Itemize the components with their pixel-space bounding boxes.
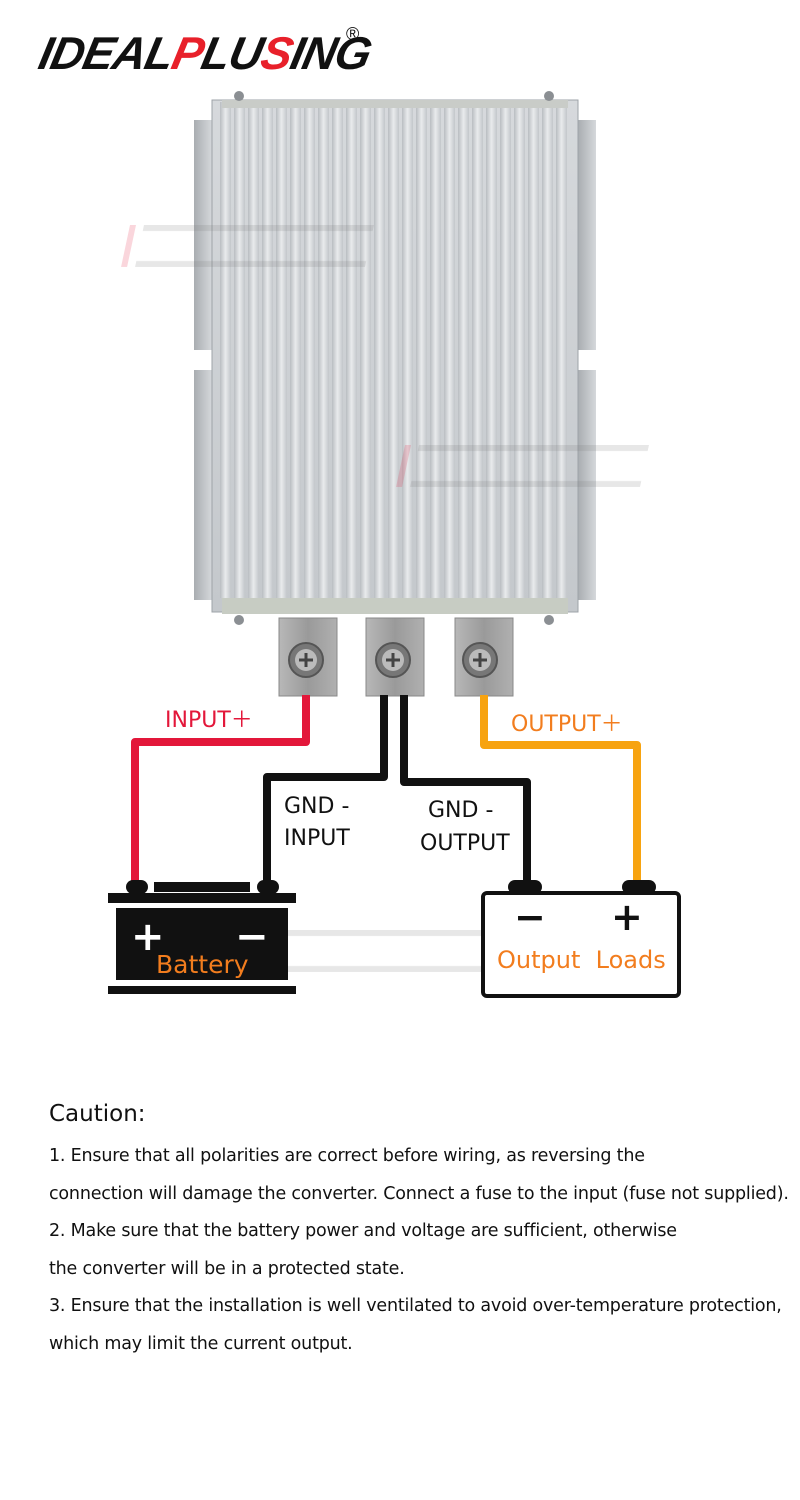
heat-sink-fin — [374, 102, 385, 598]
caution-line: connection will damage the converter. Co… — [49, 1183, 789, 1204]
input-plus-wire — [131, 695, 310, 882]
heat-sink-fin — [304, 102, 315, 598]
converter-housing — [194, 91, 596, 625]
registered-mark: ® — [346, 24, 360, 44]
heat-sink-fin — [346, 102, 357, 598]
caution-title: Caution: — [49, 1101, 146, 1127]
loads-plus-sign: + — [611, 895, 643, 939]
heat-sink-fin — [234, 102, 245, 598]
heat-sink-fin — [402, 102, 413, 598]
heat-sink-fin — [220, 102, 231, 598]
caution-line: 1. Ensure that all polarities are correc… — [49, 1146, 645, 1166]
heat-sink-fin — [388, 102, 399, 598]
gnd-output-wire — [400, 695, 531, 882]
heat-sink-fin — [318, 102, 329, 598]
heat-sink-fin — [556, 102, 567, 598]
gnd-input-label-line2: INPUT — [284, 826, 350, 851]
battery-symbol: + − Battery — [108, 880, 296, 994]
battery-minus-sign: − — [235, 914, 269, 960]
heat-sink-fin — [276, 102, 287, 598]
heat-sink-fin — [262, 102, 273, 598]
gnd-input-wire — [263, 695, 388, 882]
terminal-input-plus — [278, 617, 338, 697]
watermark-pattern — [121, 225, 650, 972]
heat-sink-fin — [360, 102, 371, 598]
output-loads-symbol: − + Output Loads — [481, 880, 681, 998]
terminal-output-plus — [454, 617, 514, 697]
gnd-output-label-line1: GND - — [428, 798, 493, 823]
wiring-diagram: INPUT＋ OUTPUT＋ GND - INPUT GND - OUTPUT … — [108, 91, 681, 998]
gnd-input-label-line1: GND - — [284, 794, 349, 819]
heat-sink-fin — [514, 102, 525, 598]
output-plus-label: OUTPUT＋ — [511, 712, 623, 737]
caution-line: the converter will be in a protected sta… — [49, 1258, 405, 1279]
output-loads-label: Output Loads — [497, 946, 666, 974]
heat-sink-fin — [430, 102, 441, 598]
heat-sink-fin — [542, 102, 553, 598]
battery-plus-sign: + — [131, 914, 165, 960]
gnd-output-label-line2: OUTPUT — [420, 831, 510, 856]
caution-line: 2. Make sure that the battery power and … — [49, 1221, 677, 1242]
caution-line: 3. Ensure that the installation is well … — [49, 1296, 782, 1317]
heat-sink-fin — [332, 102, 343, 598]
caution-section: Caution: 1. Ensure that all polarities a… — [49, 1098, 789, 1364]
heat-sink-fin — [444, 102, 455, 598]
heat-sink-fin — [458, 102, 469, 598]
heat-sink-fin — [486, 102, 497, 598]
terminal-gnd — [365, 617, 425, 697]
loads-minus-sign: − — [514, 895, 546, 939]
heat-sink-fin — [500, 102, 511, 598]
output-plus-wire — [480, 695, 641, 882]
heat-sink-fin — [290, 102, 301, 598]
heat-sink-fin — [472, 102, 483, 598]
heat-sink-fin — [416, 102, 427, 598]
input-plus-label: INPUT＋ — [165, 708, 253, 733]
caution-line: which may limit the current output. — [49, 1333, 353, 1354]
heat-sink-fin — [248, 102, 259, 598]
battery-label: Battery — [156, 950, 249, 979]
heat-sink-fin — [528, 102, 539, 598]
